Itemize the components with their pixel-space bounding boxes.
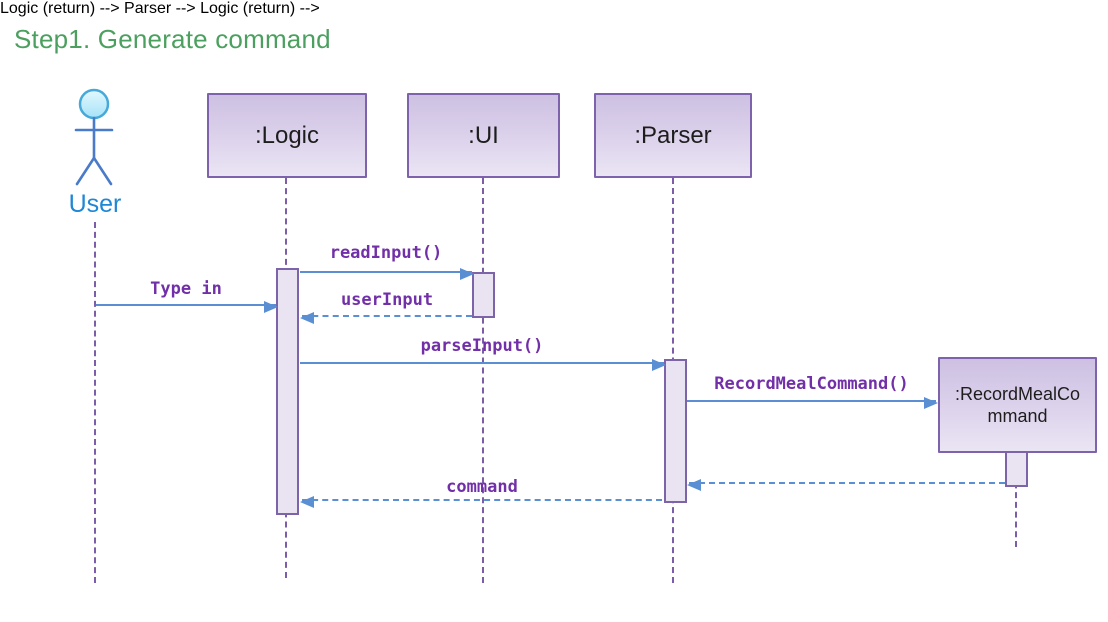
user-actor-icon [74,88,114,186]
message-arrow-recordmealcommand [687,397,938,409]
arrowhead-left-icon [687,479,701,491]
object-box-parser: :Parser [594,93,752,178]
activation-recordmealcommand [1005,451,1028,487]
lifeline-recordmealcommand [1015,453,1017,547]
object-label-ui: :UI [468,121,499,149]
object-box-ui: :UI [407,93,560,178]
actor-label: User [68,190,122,218]
message-label-command: command [446,477,518,497]
arrowhead-right-icon [924,397,938,409]
message-label-readinput: readInput() [329,243,443,263]
object-box-logic: :Logic [207,93,367,178]
object-label-recordmealcommand: :RecordMealCommand [954,383,1081,427]
arrowhead-right-icon [264,301,278,313]
lifeline-user [94,222,96,583]
message-return-command [300,496,662,508]
message-return-to-parser [687,479,1005,491]
message-arrow-parseinput [300,359,666,371]
object-label-parser: :Parser [634,121,712,149]
activation-logic [276,268,299,515]
arrowhead-right-icon [460,268,474,280]
message-label-type-in: Type in [150,279,222,299]
object-label-logic: :Logic [254,121,320,149]
message-label-userinput: userInput [340,290,434,310]
message-arrow-readinput [300,268,474,280]
message-label-recordmealcommand: RecordMealCommand() [714,374,909,394]
lifeline-ui [482,178,484,583]
arrowhead-left-icon [300,496,314,508]
message-arrow-type-in [96,301,278,313]
arrowhead-right-icon [652,359,666,371]
object-box-recordmealcommand: :RecordMealCommand [938,357,1097,453]
activation-parser [664,359,687,503]
message-label-parseinput: parseInput() [420,336,544,356]
diagram-title: Step1. Generate command [14,24,331,54]
message-return-userinput [300,312,472,324]
arrowhead-left-icon [300,312,314,324]
activation-ui [472,272,495,318]
